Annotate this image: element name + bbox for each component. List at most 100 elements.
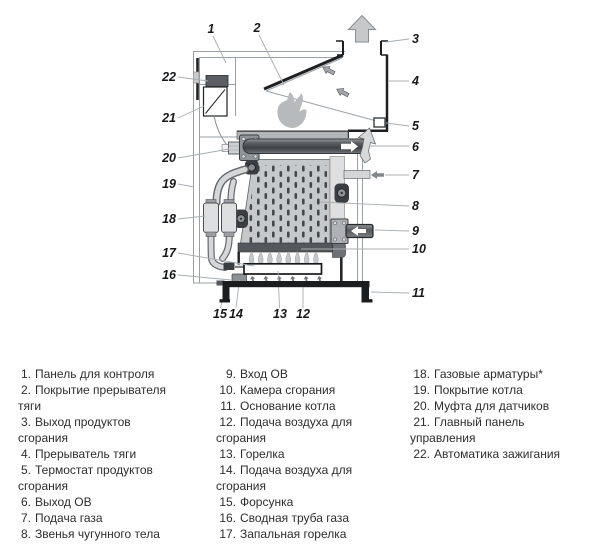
callout-number-2: 2	[253, 21, 261, 35]
callout-number-20: 20	[161, 151, 176, 165]
burner	[243, 262, 323, 275]
callout-number-19: 19	[162, 177, 176, 191]
legend-column-1: 1. Панель для контроля 2.Покрытие прерыва…	[18, 366, 200, 542]
legend-item: 6. Выход ОВ	[18, 494, 200, 510]
legend-item-text: Автоматика зажигания	[434, 447, 561, 461]
legend-item: 20. Муфта для датчиков	[410, 398, 592, 414]
legend-item-text: Выход ОВ	[35, 495, 92, 509]
draft-air-arrow-icon	[320, 63, 337, 78]
callout-number-4: 4	[411, 74, 419, 88]
legend-item-text: Форсунка	[240, 495, 294, 509]
legend-item-number: 14.	[219, 463, 236, 477]
legend-item-text: Выход продуктов сгорания	[18, 415, 131, 445]
burner-flames	[248, 251, 319, 265]
sensor-sleeve-hex	[228, 141, 241, 155]
legend-item-text: Панель для контроля	[35, 367, 155, 381]
boiler-base	[219, 281, 373, 303]
body-step	[332, 242, 346, 258]
callout-lines	[177, 34, 410, 309]
legend-item-number: 15.	[219, 495, 236, 509]
callout-number-8: 8	[412, 199, 419, 213]
legend-item: 11. Основание котла	[216, 398, 404, 414]
side-tab	[193, 71, 200, 84]
legend-item-number: 10.	[219, 383, 236, 397]
legend-item-number: 9.	[225, 367, 236, 381]
callout-number-18: 18	[162, 212, 176, 226]
legend-item-text: Сводная труба газа	[240, 511, 350, 525]
legend-item-text: Основание котла	[240, 399, 336, 413]
gas-in-arrow-icon	[371, 171, 384, 179]
legend-item-text: Главный панель управления	[410, 415, 525, 445]
return-water-pipe	[330, 218, 374, 244]
legend-item-number: 16.	[219, 511, 236, 525]
legend-item-number: 21.	[413, 415, 430, 429]
legend-item: 14.Подача воздуха для сгорания	[216, 462, 404, 494]
flue-thermostat	[373, 117, 386, 128]
legend-item-number: 20.	[413, 399, 430, 413]
callout-number-13: 13	[273, 307, 287, 321]
draft-hood-interior	[265, 57, 385, 128]
callout-numbers: 1 2 3 4 5 6 7 8 9 10 11 12 13 14 15 16 1…	[161, 21, 426, 321]
callout-number-7: 7	[412, 168, 420, 182]
legend-item: 8. Звенья чугунного тела	[18, 526, 200, 542]
callout-number-22: 22	[161, 70, 176, 84]
legend-item: 10. Камера сгорания	[216, 382, 404, 398]
legend-item: 19.Покрытие котла	[410, 382, 592, 398]
legend-item: 22. Автоматика зажигания	[410, 446, 592, 462]
legend-item-number: 12.	[219, 415, 236, 429]
legend-item: 12.Подача воздуха для сгорания	[216, 414, 404, 446]
legend-item-number: 1.	[20, 367, 31, 381]
water-in-arrow-icon	[351, 226, 366, 236]
flame-icon	[277, 92, 307, 128]
legend-item-text: Камера сгорания	[240, 383, 336, 397]
legend-item-number: 22.	[413, 447, 430, 461]
legend-item-number: 4.	[20, 447, 31, 461]
legend-item-number: 13.	[219, 447, 236, 461]
legend-item-text: Муфта для датчиков	[434, 399, 550, 413]
callout-number-14: 14	[229, 307, 243, 321]
callout-number-12: 12	[296, 307, 310, 321]
callout-number-16: 16	[162, 268, 177, 282]
supply-water-pipe	[221, 134, 368, 161]
legend-item-number: 18.	[413, 367, 430, 381]
body-bottom-band	[237, 242, 333, 253]
legend-item: 15. Форсунка	[216, 494, 404, 510]
legend-item-text: Вход ОВ	[240, 367, 288, 381]
boiler-cutaway-diagram: 1 2 3 4 5 6 7 8 9 10 11 12 13 14 15 16 1…	[161, 14, 426, 321]
legend-item: 9. Вход ОВ	[216, 366, 404, 382]
flue-gas-up-arrow-icon	[347, 14, 377, 43]
legend-item-text: Горелка	[240, 447, 285, 461]
legend-item-number: 19.	[413, 383, 430, 397]
body-clamp	[234, 160, 349, 228]
legend-item: 18.Газовые арматуры*	[410, 366, 592, 382]
callout-number-10: 10	[412, 242, 426, 256]
gas-valves	[203, 199, 237, 237]
legend-item-number: 6.	[20, 495, 31, 509]
legend-item-text: Звенья чугунного тела	[35, 527, 160, 541]
draft-hood-outline	[263, 40, 389, 138]
gas-collector-tube	[223, 262, 235, 270]
legend-item: 4.Прерыватель тяги	[18, 446, 200, 462]
legend-item-number: 8.	[20, 527, 31, 541]
water-out-arrow-icon	[341, 141, 358, 152]
callout-number-6: 6	[412, 140, 420, 154]
legend-item-text: Запальная горелка	[240, 527, 347, 541]
callout-number-3: 3	[412, 32, 419, 46]
ignition-automatic-block	[205, 75, 229, 87]
legend-item: 5.Термостат продуктов сгорания	[18, 462, 200, 494]
legend-item-text: Подача газа	[35, 511, 103, 525]
water-flow-curved-arrow-icon	[357, 127, 377, 164]
legend-item-number: 11.	[220, 399, 236, 413]
legend-item: 1. Панель для контроля	[18, 366, 200, 382]
legend-column-3: 18.Газовые арматуры* 19.Покрытие котла 2…	[410, 366, 592, 462]
draft-air-arrow-icon	[334, 85, 351, 100]
control-panel-area	[193, 58, 229, 147]
sensor-wire	[213, 115, 229, 147]
callout-number-11: 11	[412, 286, 425, 300]
legend-column-2: 9. Вход ОВ 10. Камера сгорания 11. Основани…	[216, 366, 404, 542]
legend-item-number: 7.	[20, 511, 31, 525]
legend-item-text: Подача воздуха для сгорания	[216, 463, 353, 493]
legend-item-text: Подача воздуха для сгорания	[216, 415, 353, 445]
legend-item: 2.Покрытие прерывателя тяги	[18, 382, 200, 414]
